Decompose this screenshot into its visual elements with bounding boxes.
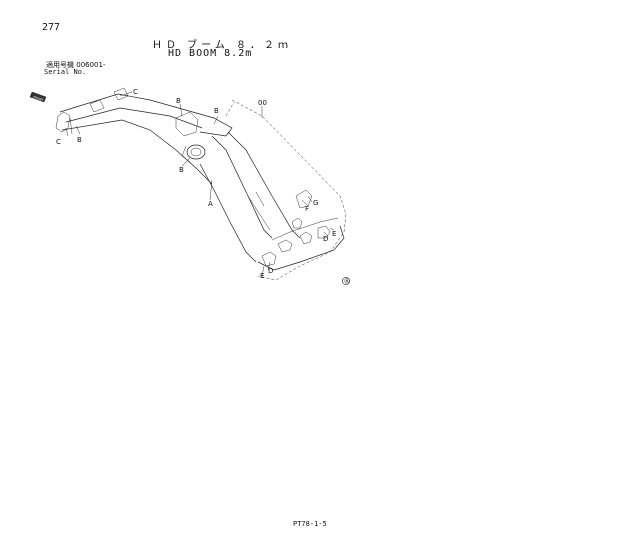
catalog-mark-text: ® <box>344 278 351 286</box>
serial-number-line: 適用号機 006001- <box>46 60 105 70</box>
page-title-japanese: ＨＤ ブーム ８．２ｍ <box>152 40 293 51</box>
callout-d-lower: D <box>268 267 273 275</box>
callout-g: G <box>313 199 318 207</box>
serial-value: 006001- <box>76 61 106 69</box>
callout-a: A <box>208 200 213 208</box>
callout-d-right: D <box>323 235 328 243</box>
serial-label-japanese: 適用号機 <box>46 61 74 69</box>
serial-label-english: Serial No. <box>44 68 87 76</box>
page-title-english: HD BOOM 8.2m <box>168 48 253 59</box>
page-number: 277 <box>42 22 61 33</box>
callout-e-lower: E <box>260 272 264 280</box>
page-footer: PT78-1-5 <box>293 520 327 528</box>
front-direction-mark: FRONT <box>29 91 47 103</box>
front-direction-text: FRONT <box>33 95 44 102</box>
callout-assembly: 00 <box>258 99 267 107</box>
callout-b-top: B <box>176 97 181 105</box>
callout-c-upper: C <box>133 88 138 96</box>
callout-f: F <box>305 205 309 213</box>
leader-lines <box>65 91 335 277</box>
callout-b-middle: B <box>179 166 184 174</box>
callout-e-right: E <box>332 230 336 238</box>
callout-b-left: B <box>77 136 82 144</box>
callout-c-left: C <box>56 138 61 146</box>
catalog-mark-circle <box>342 277 350 285</box>
callout-b-right: B <box>214 107 219 115</box>
boom-body <box>55 87 345 271</box>
assembly-outline <box>231 99 347 281</box>
